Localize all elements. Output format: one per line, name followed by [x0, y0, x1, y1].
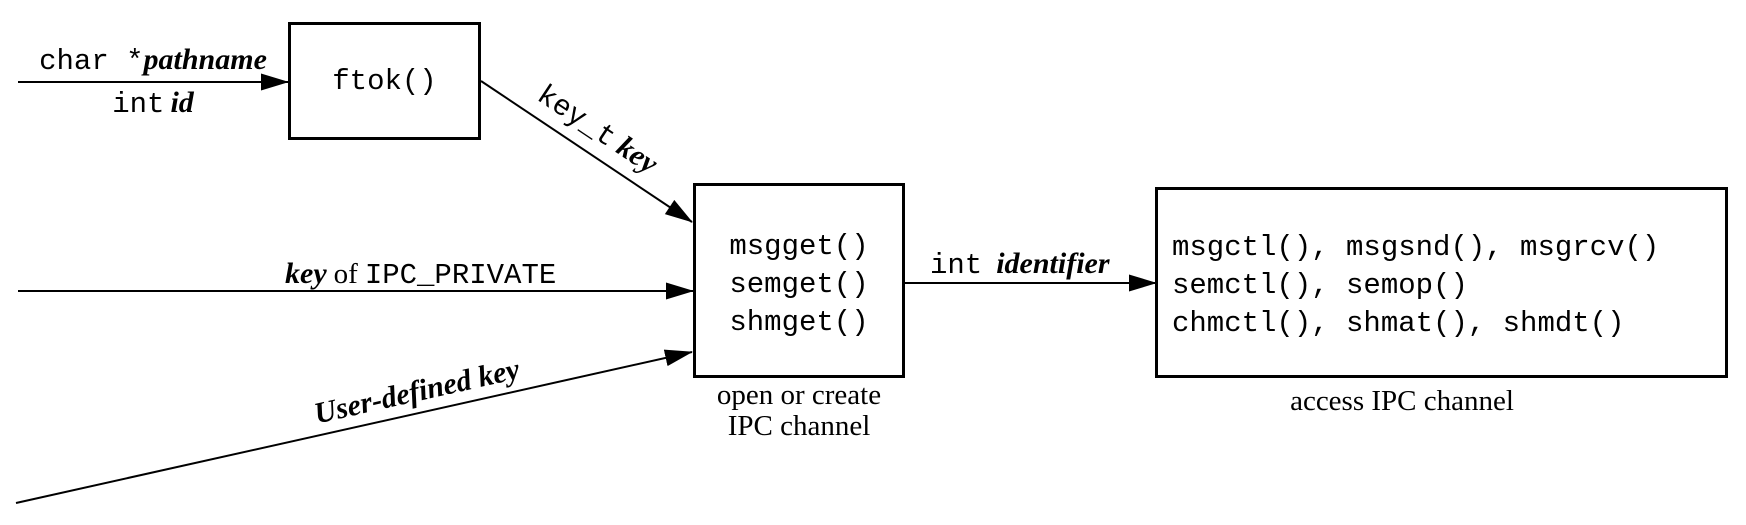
identifier-label: int identifier — [930, 246, 1110, 284]
key-var-text2: key — [285, 257, 327, 290]
access-function-list: msgctl(), msgsnd(), msgrcv() semctl(), se… — [1172, 229, 1659, 343]
open-create-box: msgget() semget() shmget() — [693, 183, 905, 378]
access-box: msgctl(), msgsnd(), msgrcv() semctl(), se… — [1155, 187, 1728, 378]
of-connector-text: of — [333, 258, 358, 290]
access-caption: access IPC channel — [1290, 385, 1514, 417]
identifier-var-text: identifier — [996, 247, 1110, 280]
open-create-caption: open or create IPC channel — [693, 380, 905, 442]
open-create-function-list: msgget() semget() shmget() — [729, 228, 868, 342]
open-create-caption-line1: open or create — [716, 379, 882, 411]
id-var-text: id — [170, 86, 194, 119]
ftok-box: ftok() — [288, 22, 481, 140]
ipc-private-constant-text: IPC_PRIVATE — [364, 259, 557, 292]
function-sem-group: semctl(), semop() — [1172, 268, 1468, 302]
char-type-text: char * — [39, 45, 144, 78]
arrow-keyt-to-open-box — [480, 80, 693, 223]
function-shm-group: chmctl(), shmat(), shmdt() — [1172, 306, 1625, 340]
function-semget: semget() — [729, 267, 869, 301]
arrow-user-key-to-open-box — [15, 349, 693, 504]
open-create-caption-line2: IPC channel — [727, 410, 871, 442]
pathname-var-text: pathname — [143, 43, 267, 76]
function-msgget: msgget() — [729, 229, 869, 263]
ftok-input-label-line1: char *pathname — [18, 42, 288, 80]
int-type-text: int — [112, 88, 165, 121]
ftok-label: ftok() — [332, 64, 437, 98]
function-shmget: shmget() — [729, 305, 869, 339]
int-type-text2: int — [930, 249, 983, 282]
function-msg-group: msgctl(), msgsnd(), msgrcv() — [1172, 230, 1660, 264]
